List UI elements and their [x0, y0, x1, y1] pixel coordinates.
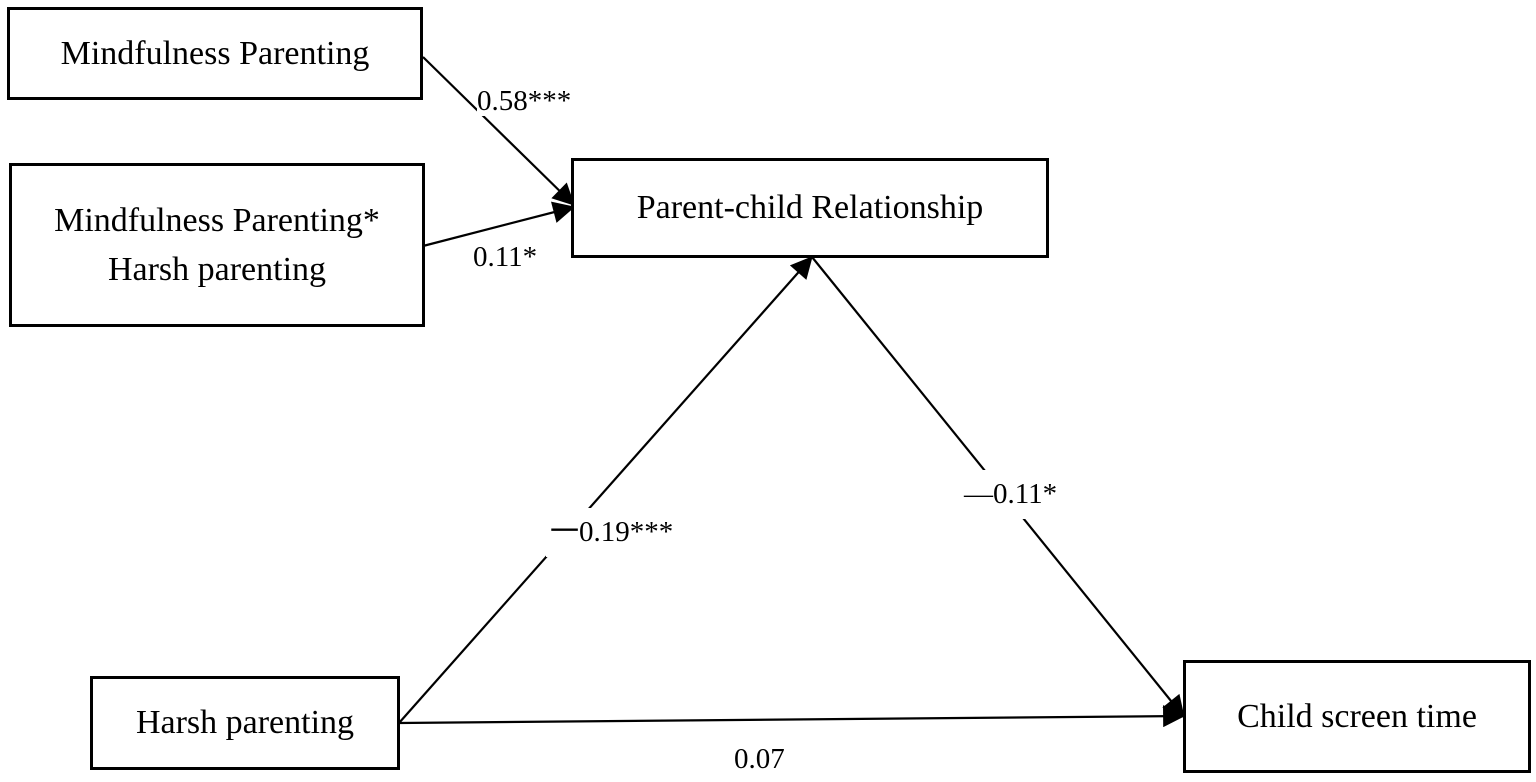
- node-interaction-term: Mindfulness Parenting* Harsh parenting: [9, 163, 425, 327]
- coef-harsh-to-screen: 0.07: [734, 743, 785, 775]
- node-interaction-term-line1: Mindfulness Parenting*: [54, 201, 380, 239]
- arrow-interaction-to-relationship: [422, 201, 576, 248]
- arrow-harsh-to-screen: [398, 705, 1186, 728]
- coef-harsh-to-relationship: 一0.19***: [546, 508, 678, 557]
- node-mindfulness-parenting: Mindfulness Parenting: [7, 7, 423, 100]
- node-harsh-parenting-label: Harsh parenting: [135, 704, 355, 742]
- arrow-harsh-to-relationship: [398, 256, 813, 724]
- node-parent-child-relationship-label: Parent-child Relationship: [636, 189, 984, 227]
- arrow-mindful-to-relationship: [422, 56, 575, 206]
- coef-mindful-to-relationship: 0.58***: [477, 85, 572, 117]
- coef-relationship-to-screen: —0.11*: [960, 470, 1062, 519]
- node-mindfulness-parenting-label: Mindfulness Parenting: [60, 34, 370, 72]
- node-harsh-parenting: Harsh parenting: [90, 676, 400, 770]
- node-child-screen-time-label: Child screen time: [1237, 697, 1477, 735]
- node-child-screen-time: Child screen time: [1183, 660, 1531, 773]
- node-interaction-term-line2: Harsh parenting: [107, 251, 327, 288]
- node-parent-child-relationship: Parent-child Relationship: [571, 158, 1049, 258]
- coef-interaction-to-relationship: 0.11*: [473, 241, 538, 273]
